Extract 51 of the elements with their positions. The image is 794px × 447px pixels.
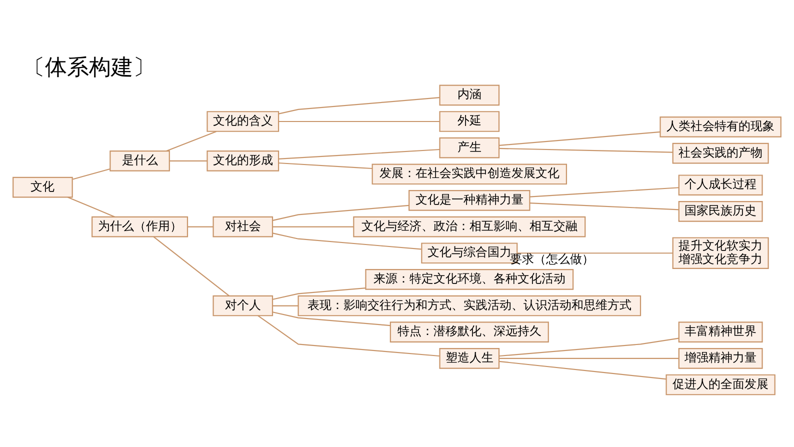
connector bbox=[272, 226, 354, 228]
connector bbox=[272, 312, 390, 326]
node-box: 为什么（作用） bbox=[92, 216, 188, 238]
diagram-title: 〔体系构建〕 bbox=[22, 55, 155, 80]
connector bbox=[278, 162, 372, 170]
connector bbox=[499, 131, 660, 146]
connector bbox=[278, 120, 440, 122]
node-box: 人类社会特有的现象 bbox=[660, 116, 782, 138]
node-box: 增强精神力量 bbox=[678, 348, 763, 369]
node-box: 内涵 bbox=[439, 84, 500, 106]
connector bbox=[530, 187, 679, 198]
connector bbox=[278, 97, 440, 114]
node-box: 特点：潜移默化、深远持久 bbox=[390, 322, 549, 343]
node-box: 发展：在社会实践中创造发展文化 bbox=[372, 164, 568, 185]
node-box: 对个人 bbox=[212, 295, 274, 316]
node-box: 表现：影响交往行为和方式、实践活动、认识活动和思维方式 bbox=[298, 295, 642, 316]
node-box: 产生 bbox=[439, 137, 500, 158]
connector bbox=[272, 288, 366, 300]
node-box: 丰富精神世界 bbox=[678, 322, 763, 343]
connector bbox=[278, 148, 440, 160]
node-box: 促进人的全面发展 bbox=[666, 374, 776, 396]
node-box: 文化的含义 bbox=[206, 111, 280, 132]
node-box: 对社会 bbox=[212, 216, 274, 238]
node-box: 文化的形成 bbox=[206, 150, 280, 172]
node-box: 文化 bbox=[12, 176, 73, 198]
connector bbox=[258, 315, 440, 357]
node-box: 国家民族历史 bbox=[678, 201, 763, 222]
node-box: 社会实践的产物 bbox=[672, 142, 769, 164]
connector bbox=[153, 236, 230, 296]
connector bbox=[517, 252, 673, 254]
connector bbox=[272, 305, 298, 306]
connector bbox=[68, 196, 115, 218]
connector bbox=[499, 360, 666, 380]
connector bbox=[170, 160, 207, 162]
connector bbox=[188, 226, 214, 228]
connector bbox=[166, 130, 217, 152]
node-box: 是什么 bbox=[110, 150, 170, 172]
node-box: 提升文化软实力 增强文化竞争力 bbox=[672, 237, 769, 270]
connector bbox=[499, 338, 679, 357]
connector bbox=[272, 232, 422, 250]
connector bbox=[499, 358, 678, 359]
node-box: 个人成长过程 bbox=[678, 174, 763, 196]
connector bbox=[530, 202, 679, 210]
node-box: 外延 bbox=[439, 111, 500, 132]
node-box: 来源：特定文化环境、各种文化活动 bbox=[365, 269, 574, 290]
node-box: 文化与经济、政治：相互影响、相互交融 bbox=[353, 216, 586, 238]
connector bbox=[272, 204, 409, 221]
node-box: 文化是一种精神力量 bbox=[408, 190, 530, 211]
connector bbox=[499, 148, 673, 153]
node-box: 塑造人生 bbox=[439, 348, 500, 369]
connector bbox=[72, 168, 110, 180]
